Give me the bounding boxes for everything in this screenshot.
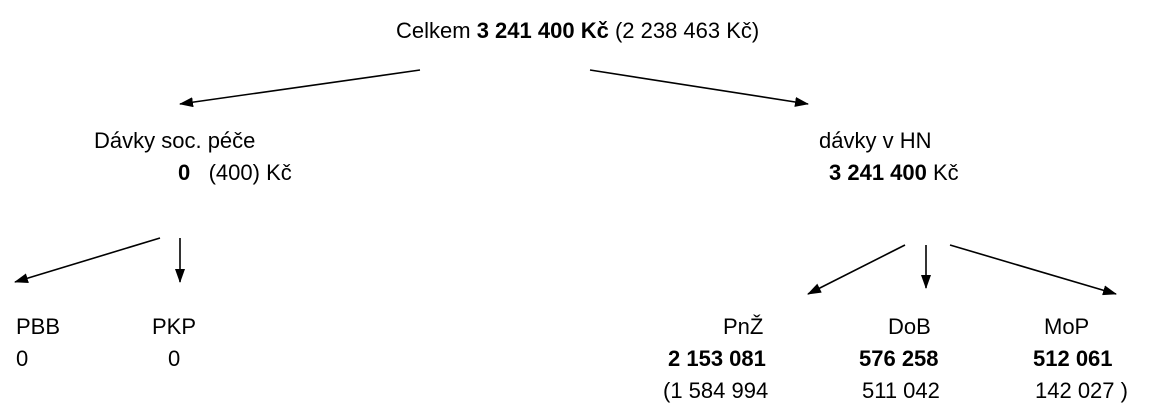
right-unit: Kč bbox=[933, 160, 959, 185]
dob-name: DoB bbox=[888, 314, 931, 339]
pnz-name: PnŽ bbox=[723, 314, 764, 339]
left-amount: 0 bbox=[178, 160, 191, 185]
pnz-amount: 2 153 081 bbox=[668, 346, 766, 371]
arrow-root-to-left bbox=[179, 69, 421, 108]
arrow-right-to-mop bbox=[949, 244, 1117, 296]
arrow-right-to-pnz bbox=[807, 244, 906, 295]
root-node: Celkem 3 241 400 Kč (2 238 463 Kč) bbox=[396, 18, 759, 44]
root-amount: 3 241 400 Kč bbox=[476, 18, 609, 43]
left-title: Dávky soc. péče bbox=[94, 128, 256, 153]
pkp-value: 0 bbox=[168, 346, 181, 371]
pbb-name: PBB bbox=[16, 314, 61, 339]
pkp-name: PKP bbox=[152, 314, 197, 339]
dob-previous: 511 042 bbox=[862, 378, 940, 403]
arrow-left-to-pbb bbox=[14, 237, 161, 284]
left-previous: (400) Kč bbox=[208, 160, 292, 185]
right-title: dávky v HN bbox=[819, 128, 932, 153]
left-values: 0 (400) Kč bbox=[178, 160, 292, 186]
root-label: Celkem bbox=[396, 18, 471, 43]
root-previous: (2 238 463 Kč) bbox=[614, 18, 760, 43]
right-amount: 3 241 400 bbox=[829, 160, 927, 185]
pnz-previous: (1 584 994 bbox=[663, 378, 769, 403]
mop-amount: 512 061 bbox=[1033, 346, 1113, 371]
mop-name: MoP bbox=[1044, 314, 1090, 339]
arrow-root-to-right bbox=[589, 69, 809, 107]
right-values: 3 241 400 Kč bbox=[829, 160, 959, 186]
dob-amount: 576 258 bbox=[859, 346, 939, 371]
pbb-value: 0 bbox=[16, 346, 29, 371]
mop-previous: 142 027 ) bbox=[1035, 378, 1128, 403]
